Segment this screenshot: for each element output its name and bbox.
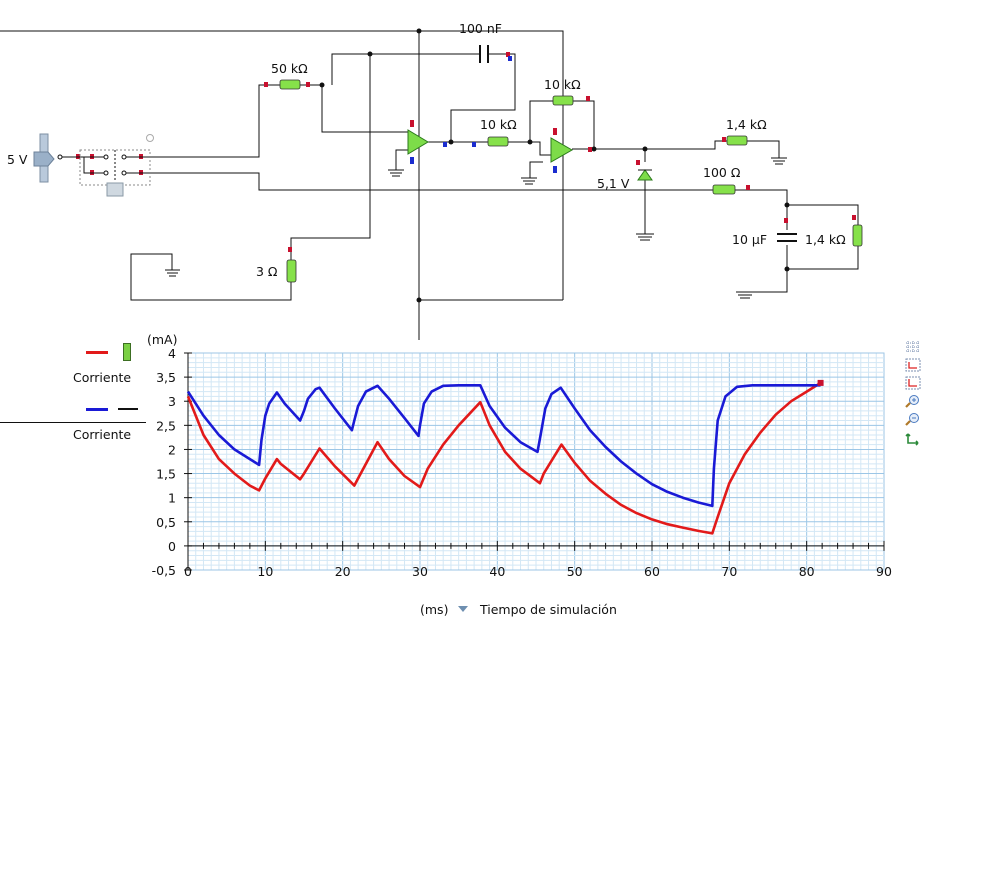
r3-label: 10 kΩ — [544, 77, 581, 92]
quantity-dropdown-icon[interactable] — [458, 606, 468, 612]
series-end-marker[interactable] — [817, 379, 824, 386]
x-quantity-label[interactable]: Tiempo de simulación — [479, 602, 617, 617]
y-tick-label: -0,5 — [152, 563, 176, 578]
r7-label: 3 Ω — [256, 264, 278, 279]
c1-label: 100 nF — [459, 21, 502, 36]
x-tick-label: 20 — [335, 564, 351, 579]
y-tick-label: 2,5 — [156, 418, 176, 433]
wire-icon — [118, 408, 138, 410]
r6-label: 1,4 kΩ — [805, 232, 846, 247]
autoscale-y-icon[interactable] — [905, 376, 921, 390]
y-tick-label: 1 — [168, 491, 176, 506]
y-tick-label: 4 — [168, 346, 176, 361]
x-tick-label: 40 — [489, 564, 505, 579]
x-tick-label: 60 — [644, 564, 660, 579]
zoom-in-icon[interactable] — [905, 394, 921, 408]
r5-label: 100 Ω — [703, 165, 741, 180]
grid-icon[interactable] — [905, 340, 921, 354]
r4-label: 1,4 kΩ — [726, 117, 767, 132]
reset-view-icon[interactable] — [905, 432, 921, 446]
y-tick-label: 0,5 — [156, 515, 176, 530]
legend-label-2[interactable]: Corriente — [73, 427, 132, 442]
x-tick-label: 80 — [799, 564, 815, 579]
series-line-1[interactable] — [186, 381, 822, 535]
legend-swatch-blue — [86, 408, 108, 411]
source-label: 5 V — [7, 152, 28, 167]
legend-swatch-red — [86, 351, 108, 354]
x-tick-label: 70 — [721, 564, 737, 579]
x-tick-label: 90 — [876, 564, 892, 579]
legend-divider — [0, 422, 146, 423]
current-chart[interactable]: 0 10 20 30 40 50 60 70 80 90 4 3,5 3 2,5 2 1,5 1 0,5 0 -0,5… — [0, 320, 988, 620]
x-tick-label: 0 — [184, 564, 192, 579]
y-tick-label: 0 — [168, 539, 176, 554]
series-line-2[interactable] — [186, 384, 821, 508]
r1-label: 50 kΩ — [271, 61, 308, 76]
x-unit-label: (ms) — [420, 602, 448, 617]
x-tick-label: 30 — [412, 564, 428, 579]
circuit-wiring — [0, 28, 863, 340]
y-tick-label: 1,5 — [156, 467, 176, 482]
resistor-icon — [123, 343, 131, 361]
y-tick-label: 3 — [168, 394, 176, 409]
r2-label: 10 kΩ — [480, 117, 517, 132]
y-tick-label: 3,5 — [156, 370, 176, 385]
c2-label: 10 µF — [732, 232, 768, 247]
x-tick-label: 50 — [567, 564, 583, 579]
legend-label-1[interactable]: Corriente — [73, 370, 132, 385]
y-unit-label: (mA) — [147, 332, 177, 347]
zoom-out-icon[interactable] — [905, 412, 921, 426]
x-tick-label: 10 — [257, 564, 273, 579]
y-tick-label: 2 — [168, 442, 176, 457]
autoscale-x-icon[interactable] — [905, 358, 921, 372]
zener-label: 5,1 V — [597, 176, 630, 191]
